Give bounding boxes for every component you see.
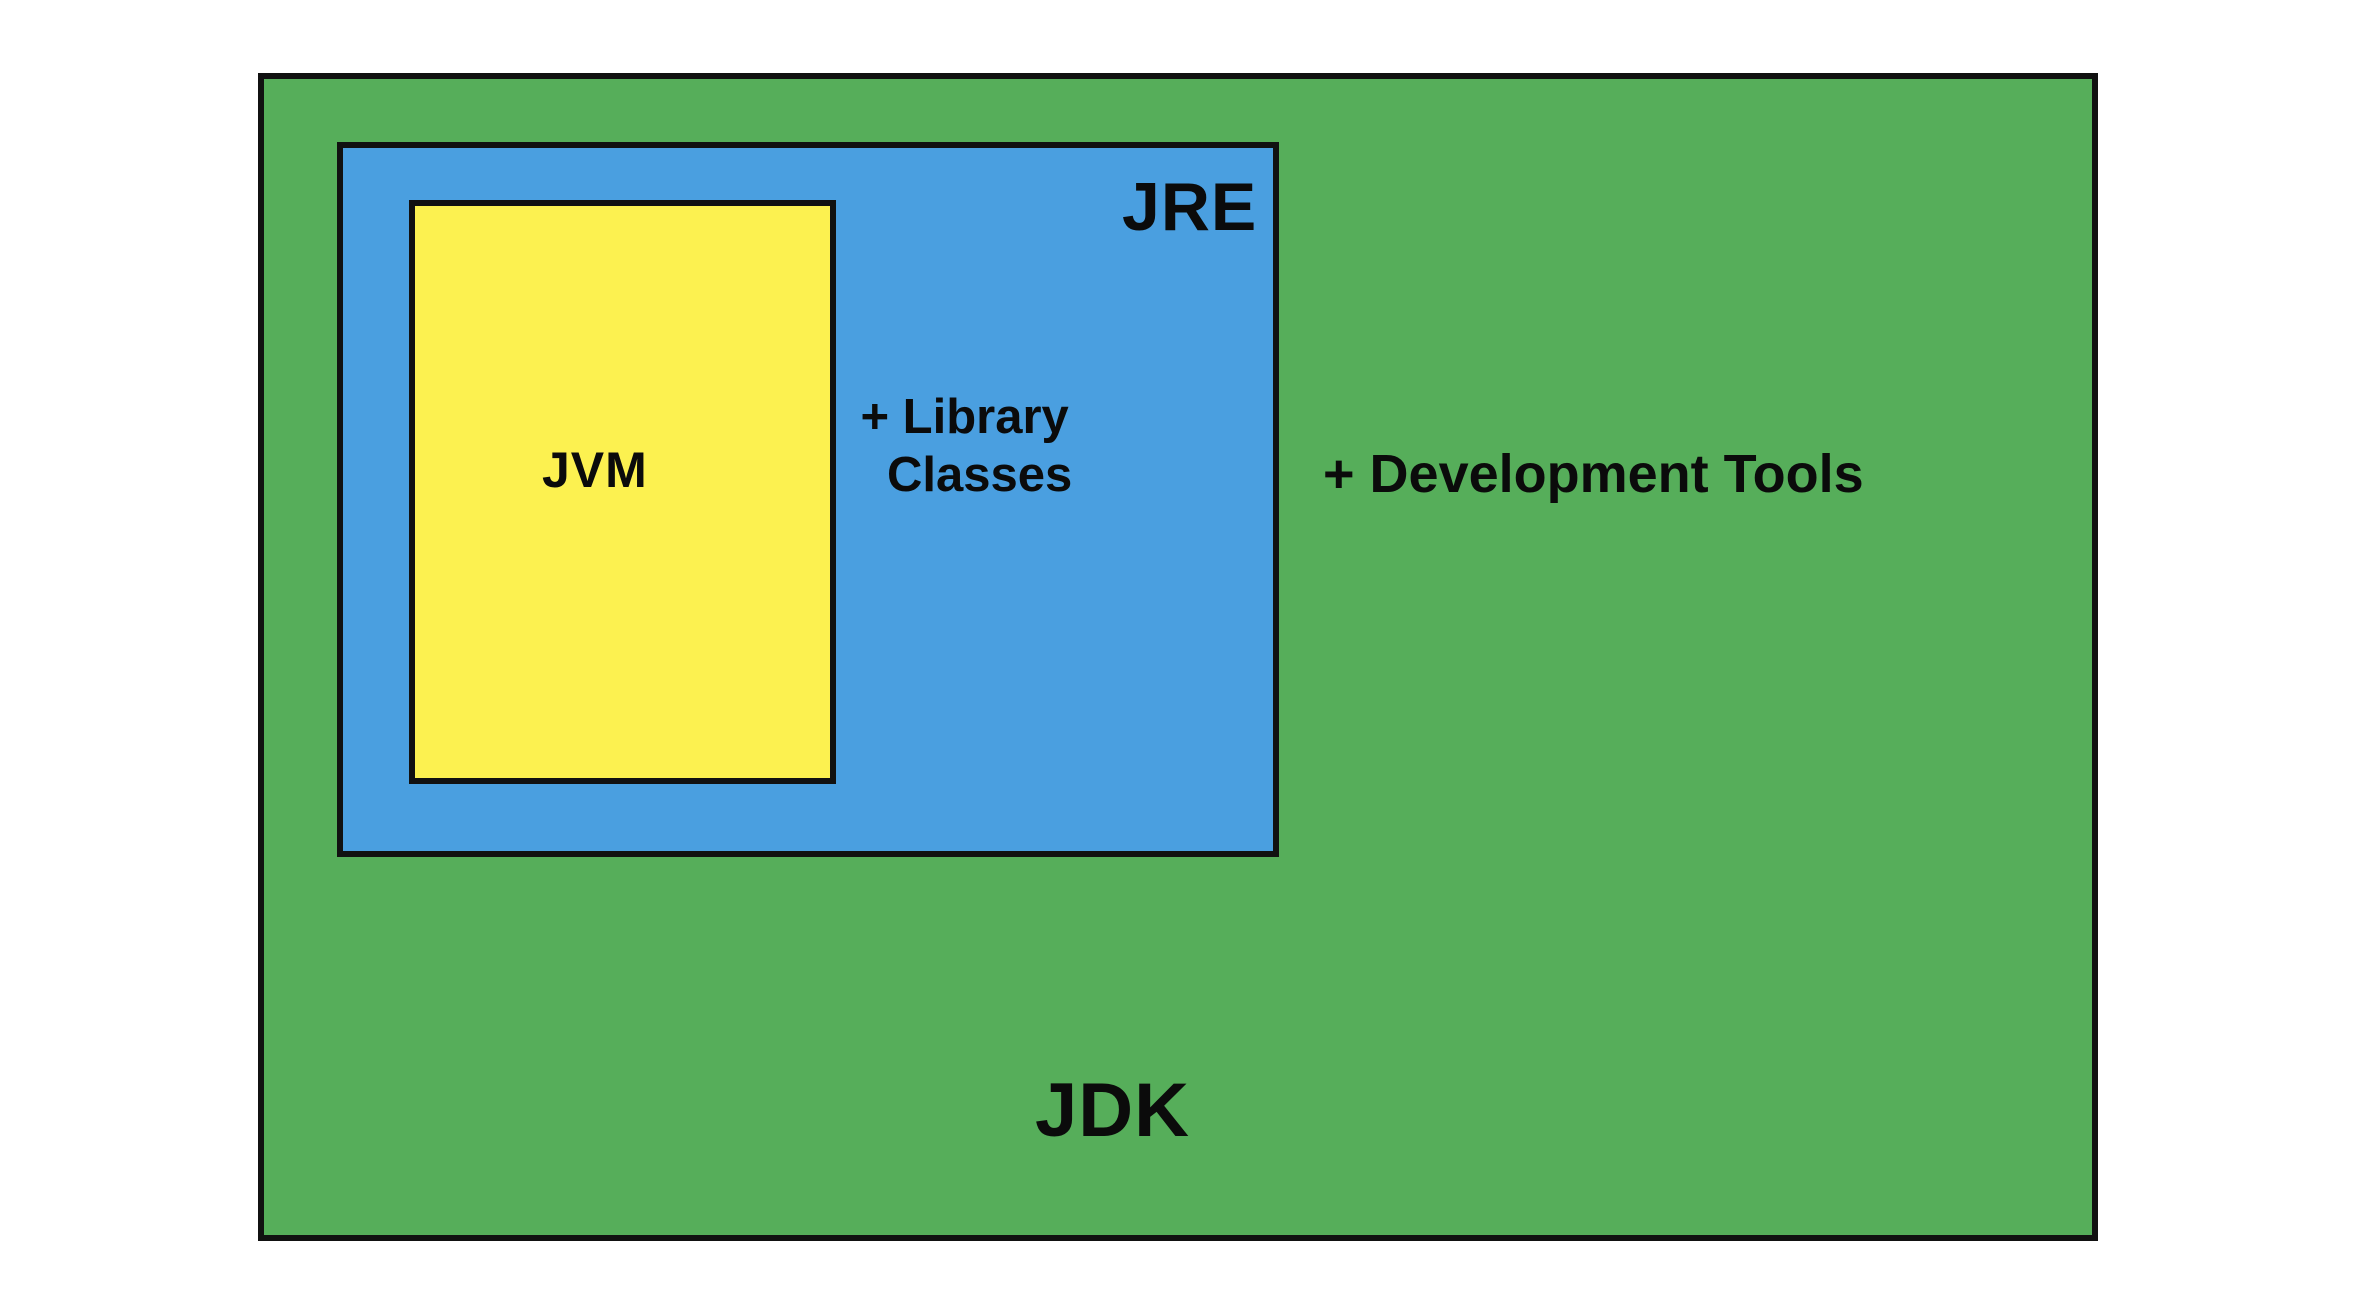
- library-classes-line-1: + Library: [860, 390, 1069, 444]
- jre-label: JRE: [1122, 169, 1258, 245]
- development-tools-label: + Development Tools: [1323, 444, 1864, 504]
- jvm-label: JVM: [542, 442, 648, 498]
- jvm-box: [409, 200, 836, 784]
- library-classes-label: + Library Classes: [857, 388, 1072, 504]
- jdk-label: JDK: [1035, 1068, 1191, 1153]
- library-classes-line-2: Classes: [887, 448, 1073, 502]
